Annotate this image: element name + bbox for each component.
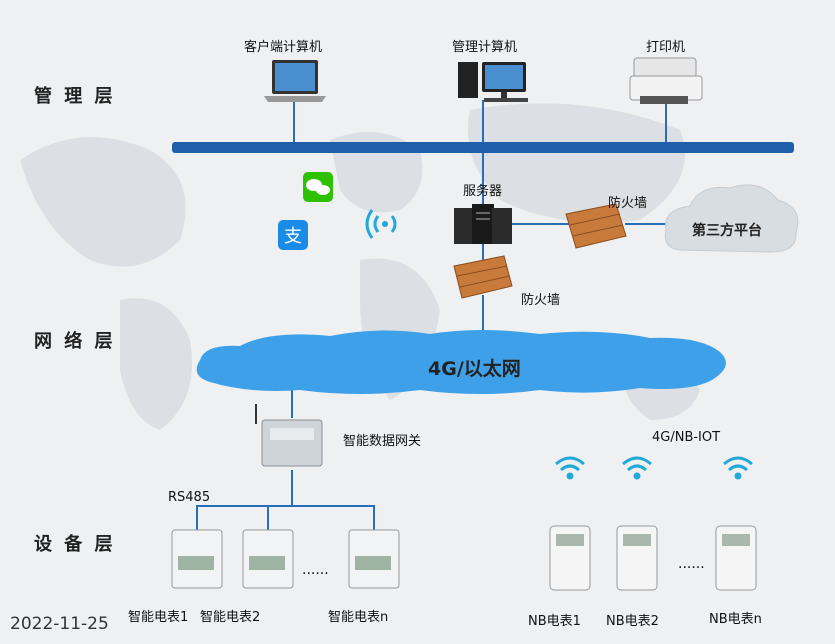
firewall-icon bbox=[453, 255, 513, 299]
nb-meter1-label: NB电表1 bbox=[528, 614, 581, 629]
third-party-label: 第三方平台 bbox=[692, 223, 762, 239]
alipay-icon: 支 bbox=[278, 220, 308, 250]
wechat-icon bbox=[303, 172, 333, 202]
printer-label: 打印机 bbox=[646, 40, 686, 55]
mgmt-pc-label: 管理计算机 bbox=[452, 40, 518, 55]
nb-meter-n-label: NB电表n bbox=[709, 612, 762, 627]
network-layer-label: 网 络 层 bbox=[34, 331, 116, 352]
signal-icon bbox=[365, 209, 397, 239]
management-bus bbox=[172, 142, 794, 153]
network-cloud bbox=[196, 330, 726, 394]
meter1-label: 智能电表1 bbox=[128, 610, 189, 625]
management-layer-label: 管 理 层 bbox=[34, 86, 116, 107]
wifi-icon bbox=[555, 456, 753, 480]
third-party-cloud bbox=[664, 184, 799, 253]
ellipsis-left: ...... bbox=[302, 562, 329, 578]
network-cloud-label: 4G/以太网 bbox=[428, 358, 521, 380]
nb-meter-icon bbox=[549, 525, 591, 591]
server-icon bbox=[454, 204, 512, 244]
client-pc-label: 客户端计算机 bbox=[244, 40, 323, 55]
date-stamp: 2022-11-25 bbox=[10, 614, 109, 634]
desktop-icon bbox=[458, 62, 528, 102]
ellipsis-right: ...... bbox=[678, 556, 705, 572]
nbiot-label: 4G/NB-IOT bbox=[652, 430, 721, 445]
firewall-icon bbox=[565, 203, 627, 249]
firewall-right-label: 防火墙 bbox=[608, 196, 648, 211]
rs485-bus bbox=[196, 505, 375, 530]
printer-icon bbox=[629, 57, 703, 104]
nb-meter-icon bbox=[616, 525, 658, 591]
server-label: 服务器 bbox=[463, 184, 503, 199]
device-layer-label: 设 备 层 bbox=[34, 534, 116, 555]
meter-n-label: 智能电表n bbox=[328, 610, 389, 625]
firewall-lower-label: 防火墙 bbox=[521, 293, 561, 308]
gateway-label: 智能数据网关 bbox=[343, 434, 422, 449]
laptop-icon bbox=[264, 60, 326, 102]
gateway-icon bbox=[255, 404, 323, 467]
meter2-label: 智能电表2 bbox=[200, 610, 261, 625]
rs485-label: RS485 bbox=[168, 490, 211, 505]
smart-meter-icon bbox=[242, 529, 294, 589]
svg-text:支: 支 bbox=[284, 226, 302, 247]
smart-meter-icon bbox=[171, 529, 223, 589]
smart-meter-icon bbox=[348, 529, 400, 589]
nb-meter-icon bbox=[715, 525, 757, 591]
nb-meter2-label: NB电表2 bbox=[606, 614, 659, 629]
